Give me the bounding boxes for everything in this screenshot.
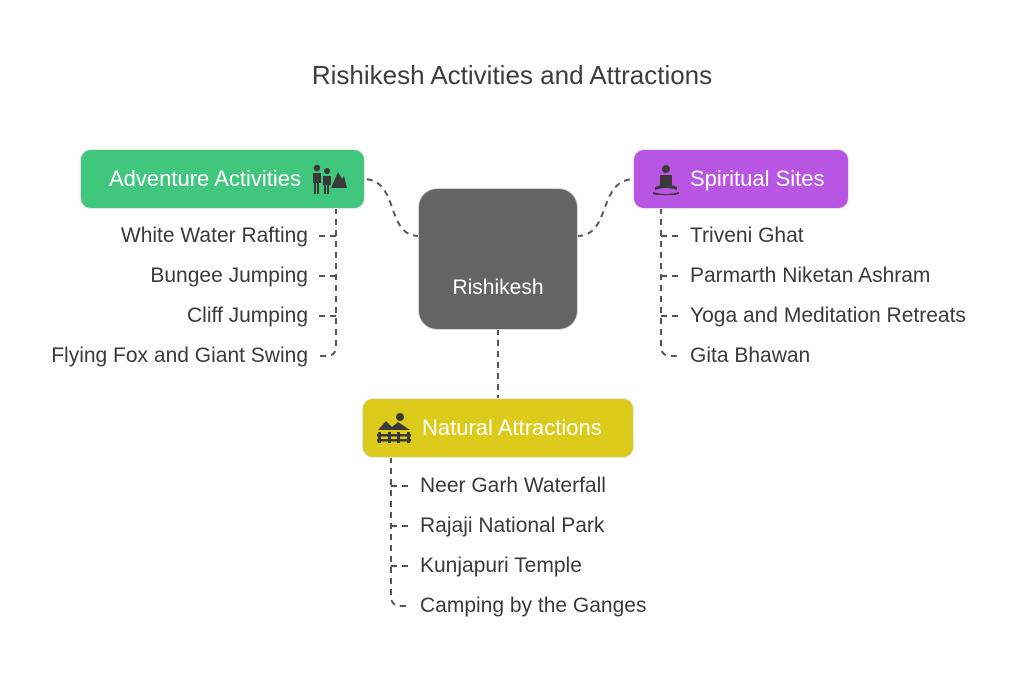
- category-natural-label: Natural Attractions: [422, 415, 602, 440]
- natural-item-2: Rajaji National Park: [420, 514, 605, 537]
- natural-item-4: Camping by the Ganges: [420, 594, 647, 617]
- category-spiritual-label: Spiritual Sites: [690, 166, 825, 191]
- natural-item-3: Kunjapuri Temple: [420, 554, 582, 577]
- hiker-mountain-icon: [312, 164, 347, 194]
- adventure-item-2: Bungee Jumping: [150, 264, 308, 287]
- connector-center-spiritual: [576, 178, 635, 237]
- spiritual-item-4: Gita Bhawan: [690, 344, 811, 367]
- landscape-fence-icon: [377, 413, 411, 443]
- adventure-item-4: Flying Fox and Giant Swing: [51, 344, 308, 367]
- connector-natural-spine: [390, 457, 410, 607]
- spiritual-item-3: Yoga and Meditation Retreats: [690, 304, 966, 327]
- category-natural: Natural Attractions: [363, 399, 633, 457]
- center-label: Rishikesh: [452, 276, 544, 299]
- meditation-icon: [653, 165, 679, 195]
- adventure-item-1: White Water Rafting: [120, 224, 308, 247]
- connector-spiritual-spine: [660, 208, 680, 357]
- spiritual-item-2: Parmarth Niketan Ashram: [690, 264, 931, 287]
- connector-center-adventure: [363, 178, 420, 237]
- natural-item-1: Neer Garh Waterfall: [420, 474, 606, 497]
- category-adventure-label: Adventure Activities: [109, 166, 301, 191]
- diagram-title: Rishikesh Activities and Attractions: [311, 60, 713, 90]
- category-adventure: Adventure Activities: [81, 150, 364, 208]
- spiritual-item-1: Triveni Ghat: [690, 224, 804, 247]
- center-node: Rishikesh: [419, 189, 577, 329]
- adventure-item-3: Cliff Jumping: [187, 304, 308, 327]
- connector-adventure-spine: [318, 208, 337, 357]
- category-spiritual: Spiritual Sites: [634, 150, 848, 208]
